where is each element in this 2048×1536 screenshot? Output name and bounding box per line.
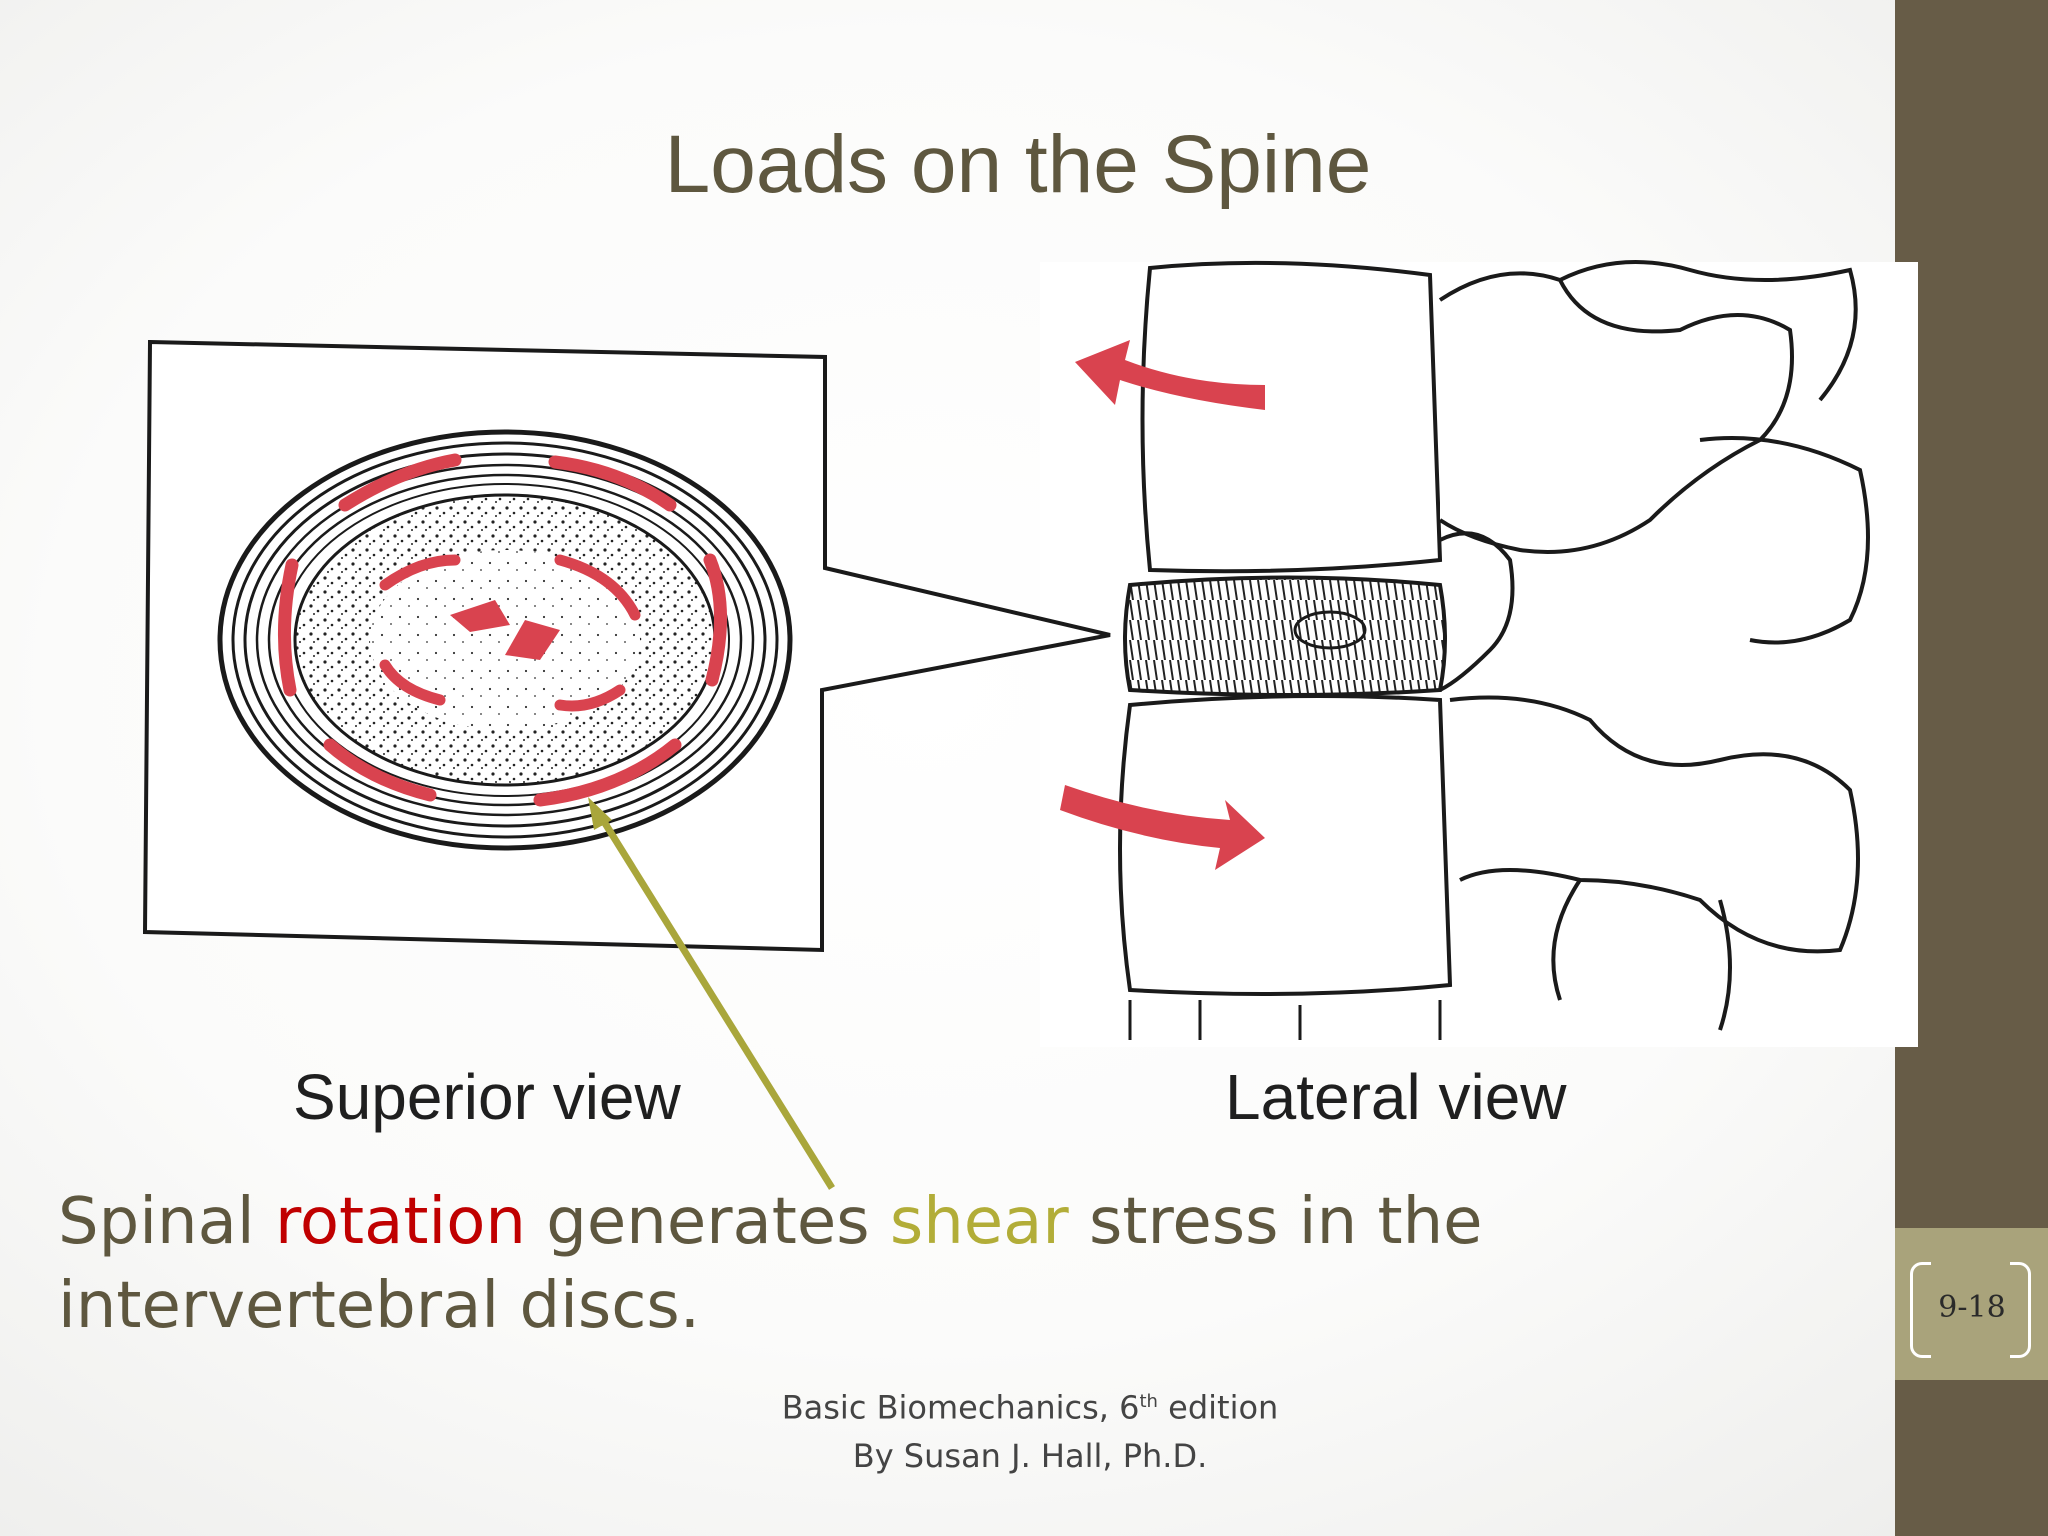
shear-pointer-arrow <box>588 797 835 1190</box>
slide-number-bracket-right <box>2010 1262 2031 1358</box>
rotation-arrows <box>1060 340 1265 870</box>
slide-number: 9-18 <box>1938 1290 2006 1325</box>
intervertebral-disc <box>1123 575 1447 697</box>
lateral-view-label: Lateral view <box>1225 1061 1567 1133</box>
lower-vertebra <box>1118 694 1453 996</box>
rotation-arrow-lower <box>1060 785 1265 870</box>
lateral-view-diagram <box>1118 260 1870 1040</box>
body-text-part2: generates <box>525 1185 890 1259</box>
rotation-arrow-upper <box>1075 340 1265 410</box>
footer-citation: Basic Biomechanics, 6th edition By Susan… <box>650 1378 1410 1480</box>
upper-vertebra <box>1140 260 1443 574</box>
footer-line2: By Susan J. Hall, Ph.D. <box>852 1436 1208 1475</box>
footer-line1: Basic Biomechanics, 6th edition <box>781 1388 1279 1427</box>
slide-number-bracket-left <box>1910 1262 1931 1358</box>
slide-title: Loads on the Spine <box>664 119 1372 210</box>
shear-highlight: shear <box>889 1185 1069 1259</box>
body-text-part1: Spinal <box>58 1185 275 1259</box>
superior-view-diagram <box>142 339 1111 953</box>
rotation-highlight: rotation <box>274 1185 526 1259</box>
superior-view-label: Superior view <box>293 1061 681 1133</box>
body-text-part3: stress in the intervertebral discs. <box>58 1185 1483 1343</box>
body-text: Spinal rotation generates shear stress i… <box>58 1180 1938 1348</box>
